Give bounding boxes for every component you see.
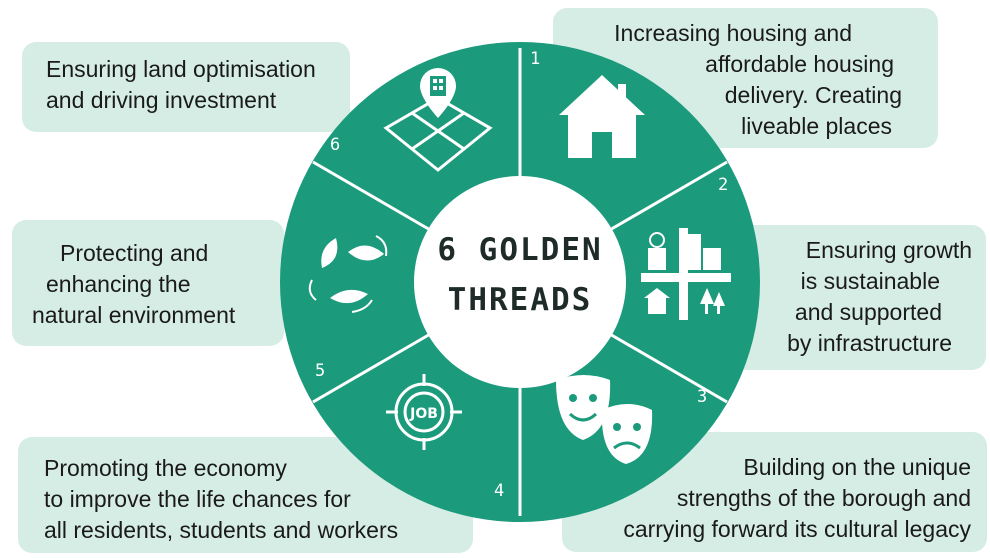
wheel-dividers: [312, 48, 728, 516]
center-title-line1: 6 GOLDEN: [437, 232, 602, 268]
job-target-icon: JOB: [386, 374, 462, 450]
callout-line: all residents, students and workers: [44, 517, 399, 543]
segment-number-3: 3: [697, 387, 707, 407]
callout-line: and driving investment: [46, 87, 277, 113]
callout-line: Promoting the economy: [44, 455, 287, 481]
segment-number-1: 1: [530, 49, 540, 69]
callout-line: Ensuring land optimisation: [46, 56, 316, 82]
callout-line: natural environment: [32, 302, 236, 328]
callout-thread-4: Promoting the economy to improve the lif…: [18, 437, 473, 553]
segment-number-5: 5: [315, 361, 325, 381]
callout-line: by infrastructure: [787, 330, 952, 356]
divider-line: [312, 160, 433, 233]
callout-line: Building on the unique: [743, 454, 971, 480]
divider-line: [607, 331, 728, 404]
segment-number-4: 4: [494, 481, 504, 501]
callout-thread-6: Ensuring land optimisation and driving i…: [22, 42, 350, 132]
callout-line: enhancing the: [46, 271, 191, 297]
callout-thread-5: Protecting and enhancing the natural env…: [12, 220, 284, 346]
city-infrastructure-icon: [641, 228, 731, 320]
callout-line: liveable places: [741, 113, 892, 139]
callout-line: and supported: [794, 299, 942, 325]
callout-thread-2: Ensuring growth is sustainable and suppo…: [716, 225, 986, 370]
callout-line: carrying forward its cultural legacy: [623, 516, 971, 542]
leaves-icon: [308, 235, 388, 313]
house-icon: [559, 75, 645, 158]
callout-line: is sustainable: [800, 268, 940, 294]
svg-text:JOB: JOB: [409, 406, 438, 422]
callout-line: Increasing housing and: [614, 20, 852, 46]
center-circle: [414, 176, 626, 388]
callout-line: delivery. Creating: [724, 82, 902, 108]
callout-line: affordable housing: [705, 51, 894, 77]
segment-number-6: 6: [330, 135, 340, 155]
theatre-masks-icon: [556, 375, 653, 464]
callout-line: Ensuring growth: [805, 237, 972, 263]
segment-number-2: 2: [718, 175, 728, 195]
callout-line: strengths of the borough and: [676, 485, 971, 511]
callout-line: Protecting and: [60, 240, 209, 266]
divider-line: [312, 331, 433, 404]
divider-line: [607, 160, 728, 233]
center-title-line2: THREADS: [448, 282, 593, 318]
land-plot-pin-icon: [383, 68, 493, 172]
callout-line: to improve the life chances for: [44, 486, 351, 512]
